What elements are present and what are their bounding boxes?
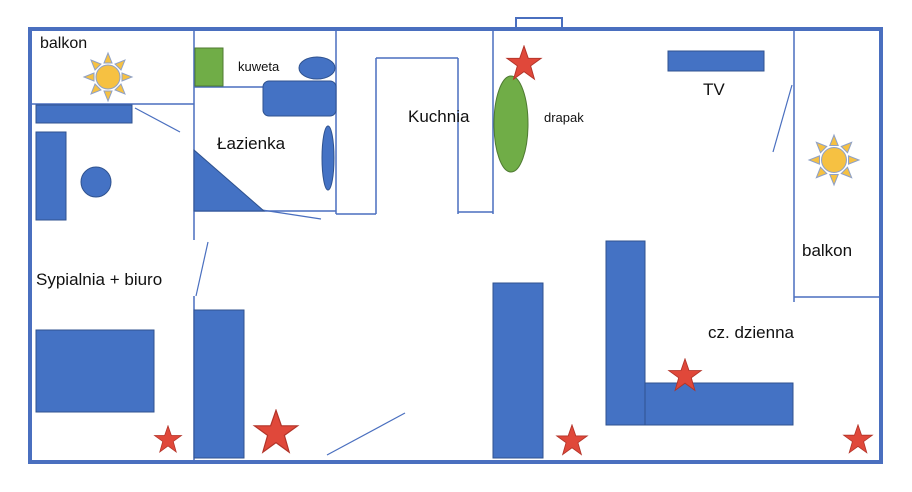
shower-corner [193,148,266,212]
label-kitchen: Kuchnia [408,107,470,126]
hall-wardrobe [492,282,544,459]
label-bedroom-office: Sypialnia + biuro [36,270,162,289]
label-living-room: cz. dzienna [708,323,795,342]
sun-icon [808,134,860,186]
label-tv: TV [703,80,725,99]
star-icon [506,45,542,80]
star-icon [556,424,588,456]
toilet [321,125,335,191]
sofa-horizontal [644,382,794,426]
furniture [35,50,794,459]
label-balcony-left: balkon [40,35,87,52]
washbasin [298,56,336,80]
top-window [515,17,563,29]
bed [35,329,155,413]
label-balcony-right: balkon [802,241,852,260]
outer-wall [28,27,883,464]
bedroom-wardrobe [193,309,245,459]
tv-stand [667,50,765,72]
label-scratcher: drapak [544,110,584,125]
round-table [80,166,112,198]
scratcher-ellipse [493,75,529,173]
litter-box-square [194,47,224,87]
bedroom-desk [35,131,67,221]
label-bathroom: Łazienka [217,134,286,153]
door-swings [134,84,793,456]
sun-icon [83,52,133,102]
star-icon [154,425,182,453]
label-litter-box: kuweta [238,59,280,74]
star-icon [253,409,299,453]
sofa-vertical [605,240,646,426]
star-icon [843,424,873,454]
balcony-shelf [35,104,133,124]
bathtub [262,80,337,117]
